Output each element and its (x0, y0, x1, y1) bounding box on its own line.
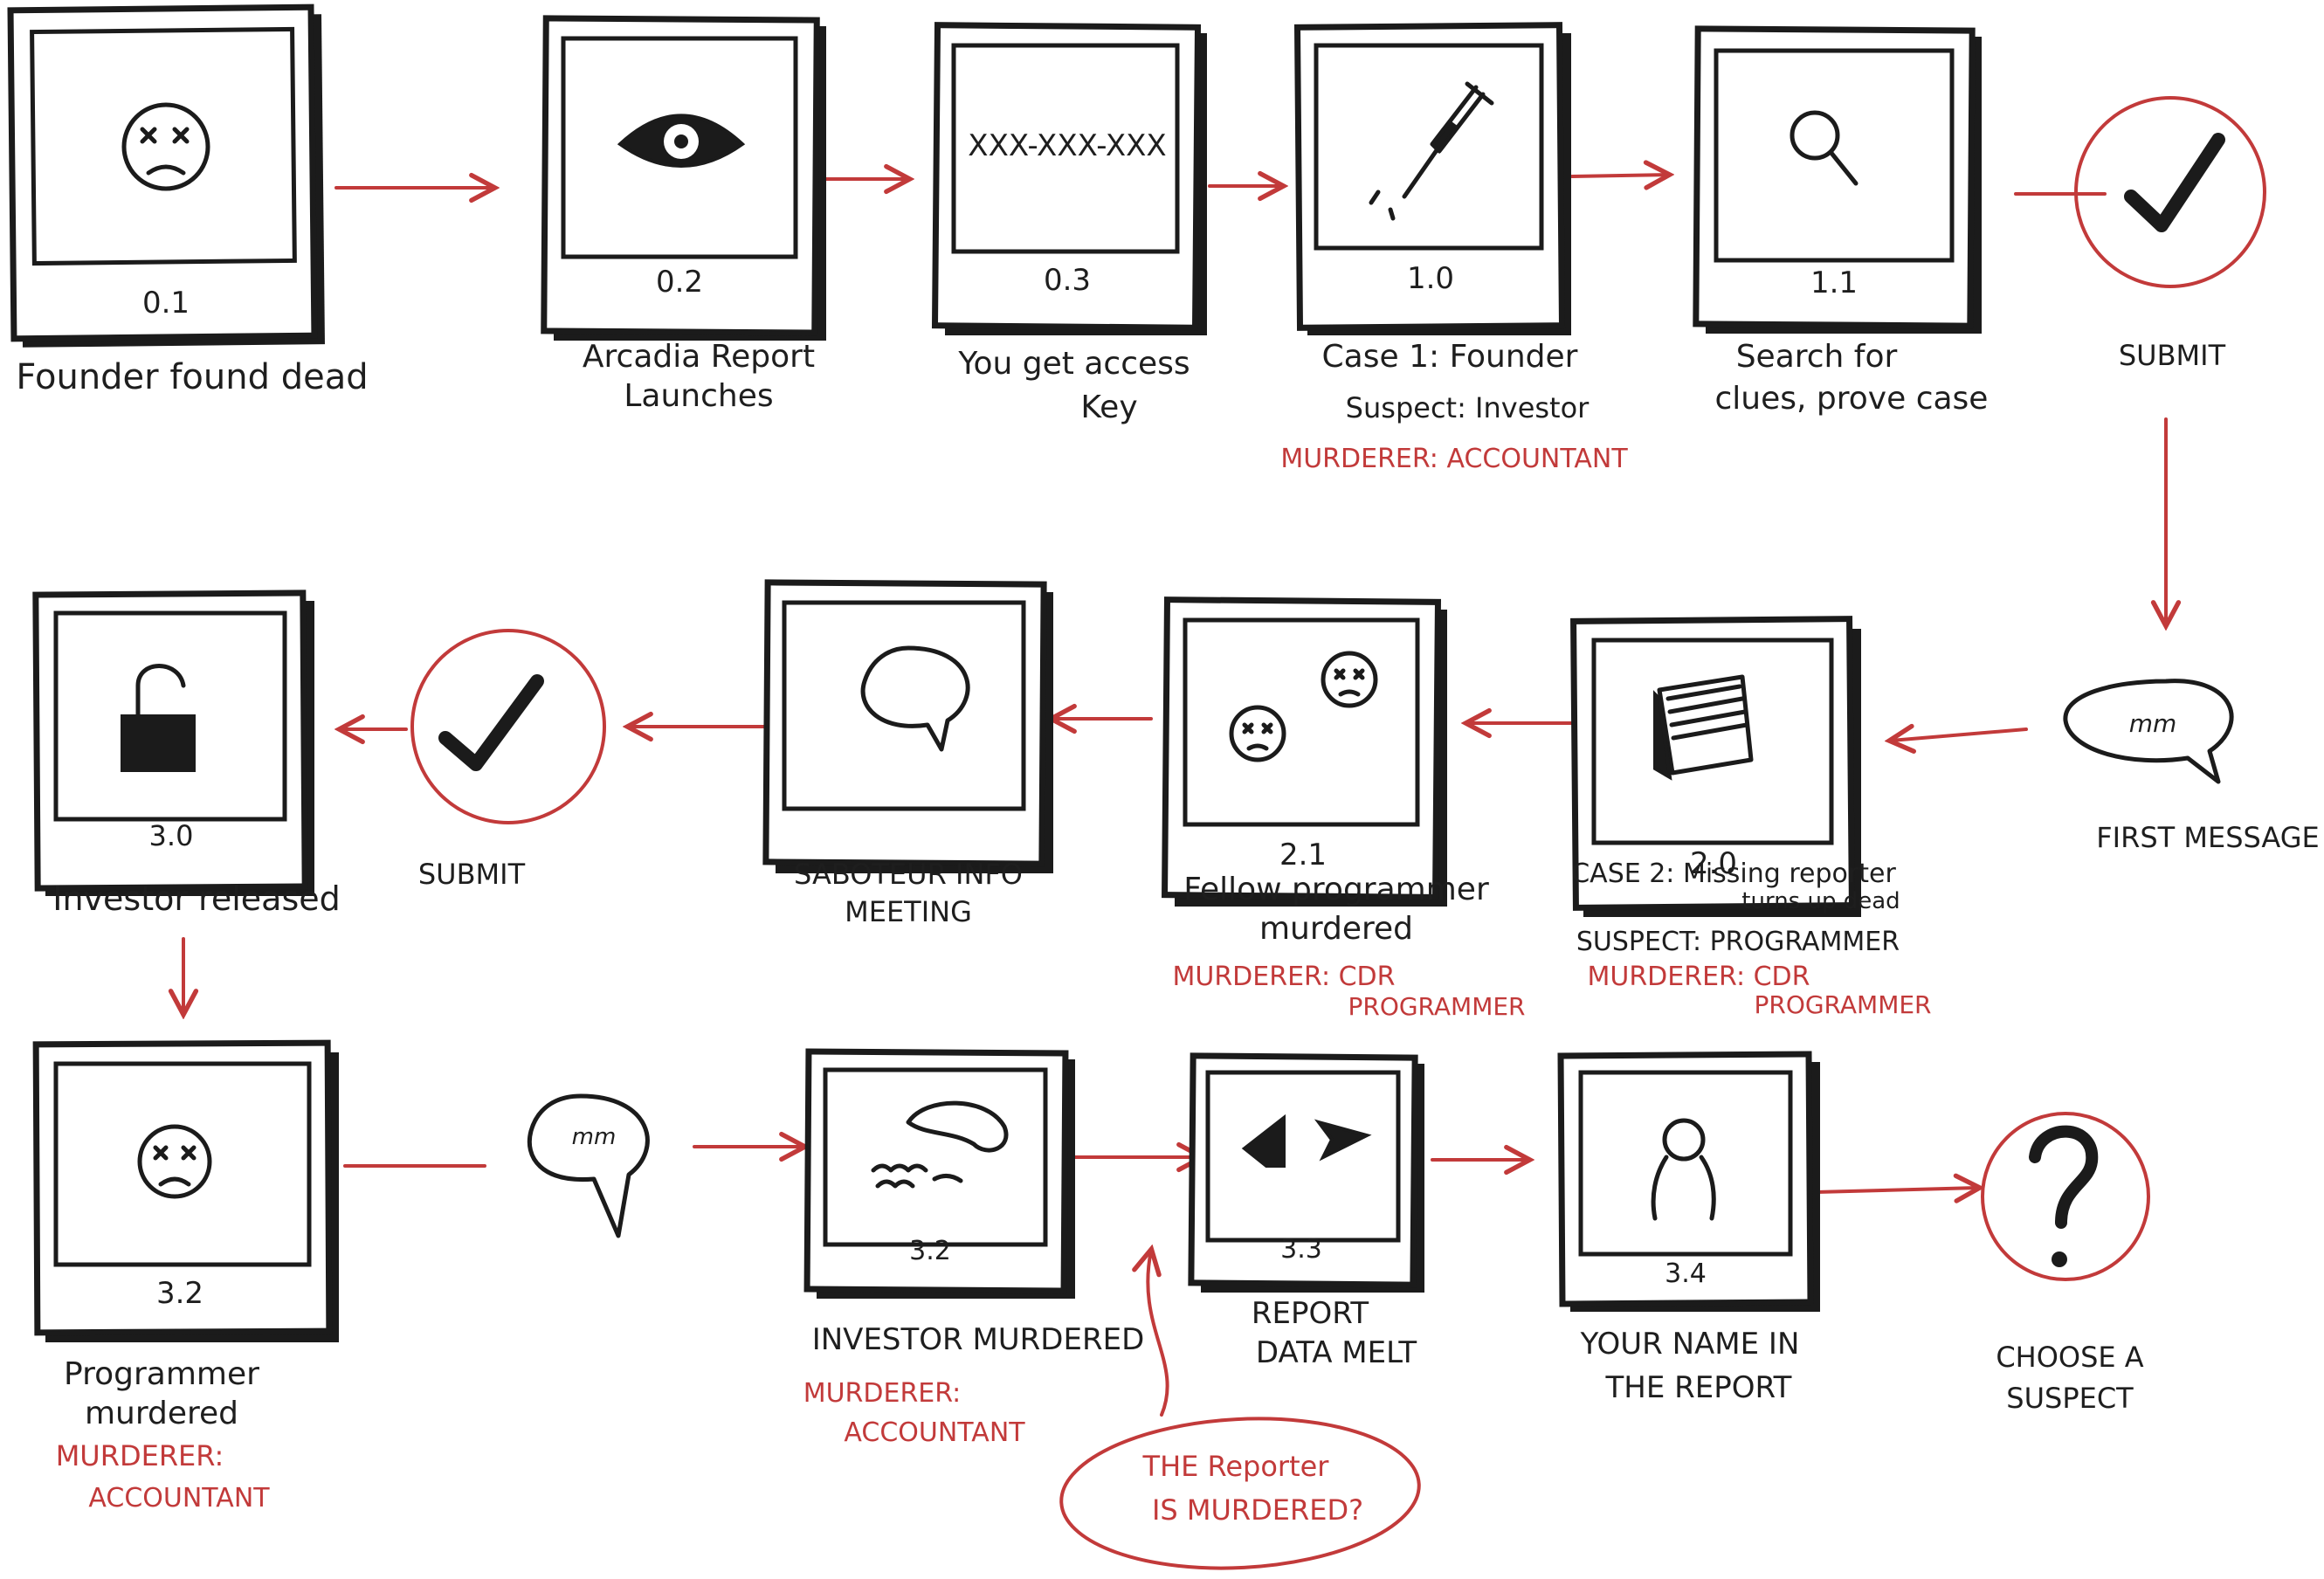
panel-number: 0.3 (1044, 263, 1091, 298)
panel-number: 1.1 (1810, 265, 1858, 300)
panel-number: 0.1 (142, 286, 190, 321)
first-message-node: mm FIRST MESSAGE (2063, 679, 2320, 854)
bubble-scribble: mm (572, 1124, 617, 1150)
caption-2-0-red-a: MURDERER: CDR (1588, 962, 1810, 992)
melt-arrows-icon (1241, 1114, 1372, 1168)
caption-saboteur-a: SABOTEUR INFO (794, 858, 1023, 891)
speech-bubble-icon (860, 645, 970, 752)
panel-number: 3.3 (1280, 1234, 1322, 1265)
caption-0-3-a: You get access (957, 346, 1190, 382)
scene-sketch-icon (871, 1100, 1009, 1189)
flow-arrows (183, 175, 2166, 1417)
caption-1-0-red: MURDERER: ACCOUNTANT (1280, 444, 1628, 474)
caption-3-4-a: YOUR NAME IN (1580, 1327, 1800, 1362)
checkmark-icon (438, 674, 544, 771)
bubble-scribble: mm (2129, 709, 2177, 738)
panel-number: 2.1 (1279, 838, 1327, 872)
caption-0-1: Founder found dead (16, 357, 368, 397)
caption-3-0: Investor released (52, 879, 341, 918)
panel-number: 2.0 (1690, 846, 1737, 881)
caption-0-2-a: Arcadia Report (583, 339, 815, 375)
dead-face-icon (121, 102, 210, 191)
mid-speech-bubble: mm (527, 1093, 650, 1238)
choose-label-2: SUSPECT (2006, 1382, 2134, 1415)
caption-3-2b: INVESTOR MURDERED (812, 1322, 1145, 1357)
caption-2-0-b: turns up dead (1741, 888, 1900, 914)
captions: Founder found dead Arcadia Report Launch… (16, 339, 1988, 1513)
panel-number: 3.4 (1665, 1258, 1707, 1289)
submit-label: SUBMIT (418, 858, 526, 891)
caption-1-1-a: Search for (1736, 339, 1898, 375)
magnifier-icon (1790, 110, 1859, 186)
arrow-34-choose (1815, 1188, 1978, 1192)
choose-label-1: CHOOSE A (1996, 1341, 2143, 1374)
panel-3-3: 3.3 (1188, 1052, 1424, 1293)
caption-0-2-b: Launches (624, 378, 773, 414)
panel-3-4: 3.4 (1557, 1051, 1820, 1312)
caption-3-2a-b: murdered (85, 1396, 238, 1431)
checkmark-icon (2124, 133, 2225, 232)
caption-saboteur-b: MEETING (845, 895, 972, 928)
caption-1-0-a: Case 1: Founder (1322, 339, 1578, 375)
submit-node-1: SUBMIT (2074, 96, 2266, 372)
choose-suspect-node: CHOOSE A SUSPECT (1981, 1112, 2150, 1415)
dead-face-icon (137, 1124, 212, 1199)
caption-2-0-red-b: PROGRAMMER (1754, 990, 1931, 1019)
panel-0-3: XXX-XXX-XXX 0.3 (931, 22, 1207, 335)
caption-2-1-b: murdered (1259, 911, 1413, 947)
panel-1-0: 1.0 (1293, 22, 1571, 335)
caption-2-1-red-a: MURDERER: CDR (1173, 962, 1396, 992)
caption-3-3-b: DATA MELT (1256, 1335, 1417, 1370)
caption-2-0-c: SUSPECT: PROGRAMMER (1576, 927, 1900, 957)
arrow-note-up (1148, 1251, 1169, 1417)
caption-3-3-a: REPORT (1252, 1296, 1369, 1331)
panel-number: 3.2 (909, 1236, 951, 1266)
caption-3-2a-red-a: MURDERER: (56, 1439, 224, 1472)
question-mark-icon (2029, 1125, 2099, 1267)
panel-3-0: 3.0 (32, 590, 314, 896)
reporter-note: THE Reporter IS MURDERED? (1059, 1417, 1421, 1570)
caption-1-0-b: Suspect: Investor (1346, 391, 1590, 424)
caption-3-2b-red-b: ACCOUNTANT (844, 1417, 1025, 1448)
panel-2-1: 2.1 (1162, 596, 1447, 907)
speech-bubble-icon (2063, 679, 2234, 784)
note-line-2: IS MURDERED? (1152, 1493, 1363, 1527)
caption-1-1-b: clues, prove case (1715, 381, 1989, 417)
panel-saboteur (762, 579, 1053, 873)
panel-3-2-a: 3.2 (32, 1039, 339, 1342)
panel-2-0: 2.0 (1570, 616, 1861, 917)
caption-2-0-a: CASE 2: Missing reporter (1571, 858, 1896, 889)
caption-2-1-a: Fellow programmer (1183, 872, 1489, 907)
caption-0-3-b: Key (1080, 390, 1137, 425)
caption-3-2a-red-b: ACCOUNTANT (88, 1483, 270, 1513)
submit-node-2: SUBMIT (410, 629, 606, 891)
unlocked-padlock-icon (121, 664, 196, 772)
panel-number: 0.2 (656, 265, 703, 300)
panel-1-1: 1.1 (1693, 25, 1982, 334)
caption-3-4-b: THE REPORT (1605, 1370, 1792, 1405)
submit-label: SUBMIT (2119, 339, 2226, 372)
papers-icon (1653, 674, 1754, 781)
two-dead-faces-icon (1229, 651, 1378, 762)
access-key-text: XXX-XXX-XXX (968, 128, 1166, 163)
arrow-message-20 (1891, 729, 2028, 741)
note-line-1: THE Reporter (1142, 1450, 1330, 1483)
panel-number: 1.0 (1407, 261, 1454, 296)
first-message-label: FIRST MESSAGE (2096, 821, 2320, 854)
panel-0-2: 0.2 (541, 15, 826, 341)
caption-3-2b-red-a: MURDERER: (803, 1378, 962, 1409)
person-icon (1651, 1118, 1716, 1221)
eye-icon (617, 114, 746, 168)
panel-number: 3.0 (149, 819, 194, 852)
arrow-10-11 (1570, 175, 1668, 176)
syringe-icon (1369, 81, 1494, 221)
panel-0-1: 0.1 (7, 3, 325, 348)
speech-bubble-icon (527, 1093, 650, 1238)
caption-2-1-red-b: PROGRAMMER (1348, 992, 1525, 1021)
caption-3-2a-a: Programmer (64, 1356, 259, 1392)
panel-3-2-b: 3.2 (803, 1048, 1075, 1299)
panel-number: 3.2 (156, 1276, 203, 1311)
